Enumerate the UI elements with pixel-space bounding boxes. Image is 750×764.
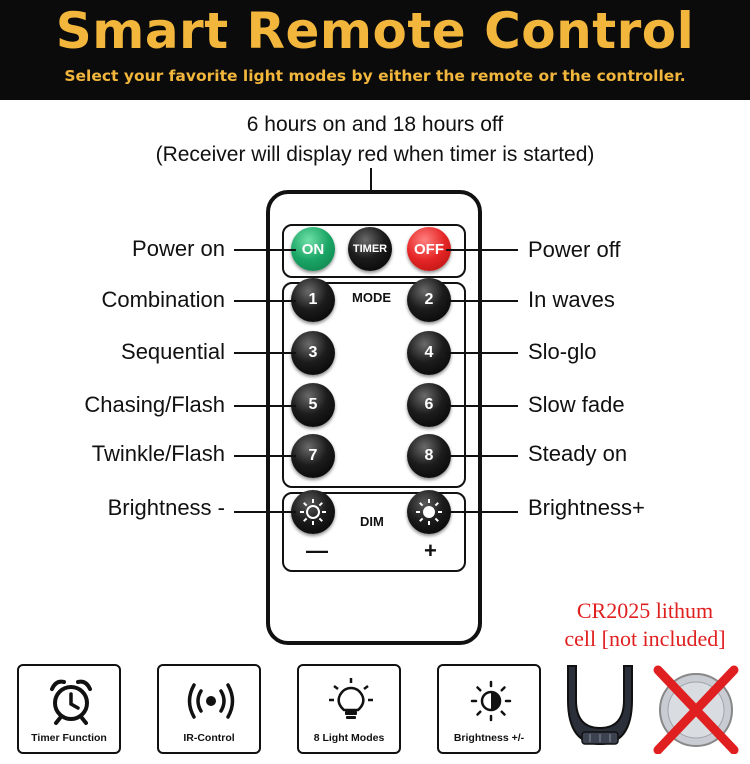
leader-line xyxy=(446,511,518,513)
mode-5-button[interactable]: 5 xyxy=(291,383,335,427)
leader-line xyxy=(446,249,518,251)
leader-line xyxy=(234,352,296,354)
off-button[interactable]: OFF xyxy=(407,227,451,271)
label-slow-fade: Slow fade xyxy=(528,392,625,417)
page-title: Smart Remote Control xyxy=(55,2,695,60)
label-brightness-minus: Brightness - xyxy=(107,495,225,520)
brightness-icon xyxy=(470,680,512,722)
label-power-on: Power on xyxy=(132,236,225,261)
battery-clip-icon xyxy=(567,665,633,746)
label-slo-glo: Slo-glo xyxy=(528,339,597,364)
label-sequential: Sequential xyxy=(121,339,225,364)
leader-line xyxy=(234,249,296,251)
leader-line xyxy=(446,405,518,407)
feature-timer-function: Timer Function xyxy=(17,664,121,754)
alarm-clock-icon xyxy=(50,679,92,725)
on-button[interactable]: ON xyxy=(291,227,335,271)
leader-line xyxy=(446,455,518,457)
mode-1-button[interactable]: 1 xyxy=(291,278,335,322)
plus-label: + xyxy=(424,538,437,563)
mode-6-button[interactable]: 6 xyxy=(407,383,451,427)
mode-8-button[interactable]: 8 xyxy=(407,434,451,478)
label-combination: Combination xyxy=(101,287,225,312)
label-power-off: Power off xyxy=(528,237,621,262)
timer-note-line2: (Receiver will display red when timer is… xyxy=(155,143,595,166)
ir-signal-icon xyxy=(187,683,235,719)
label-steady-on: Steady on xyxy=(528,441,628,466)
label-chasing-flash: Chasing/Flash xyxy=(84,392,225,417)
page-subtitle: Select your favorite light modes by eith… xyxy=(64,67,686,85)
feature-label: Brightness +/- xyxy=(453,732,525,744)
battery-note-line2: cell [not included] xyxy=(564,626,726,651)
label-twinkle-flash: Twinkle/Flash xyxy=(91,441,225,466)
leader-line xyxy=(446,300,518,302)
brightness-up-button[interactable] xyxy=(407,490,451,534)
mode-3-button[interactable]: 3 xyxy=(291,331,335,375)
light-bulb-icon xyxy=(329,678,373,719)
header-banner: Smart Remote Control Select your favorit… xyxy=(0,0,750,100)
feature-label: 8 Light Modes xyxy=(313,732,385,744)
leader-line xyxy=(234,405,296,407)
leader-line xyxy=(234,455,296,457)
feature-label: IR-Control xyxy=(183,732,235,744)
mode-7-button[interactable]: 7 xyxy=(291,434,335,478)
leader-line xyxy=(234,300,296,302)
timer-button[interactable]: TIMER xyxy=(348,227,392,271)
mode-2-button[interactable]: 2 xyxy=(407,278,451,322)
battery-note-line1: CR2025 lithum xyxy=(576,598,714,623)
minus-label: — xyxy=(306,538,328,563)
mode-label: MODE xyxy=(352,290,391,305)
feature-ir-control: IR-Control xyxy=(157,664,261,754)
dim-label: DIM xyxy=(360,514,384,529)
label-brightness-plus: Brightness+ xyxy=(528,495,645,520)
coin-cell-not-included-icon xyxy=(653,665,739,754)
leader-line xyxy=(234,511,296,513)
brightness-down-button[interactable] xyxy=(291,490,335,534)
mode-4-button[interactable]: 4 xyxy=(407,331,451,375)
label-in-waves: In waves xyxy=(528,287,615,312)
sun-dim-icon xyxy=(300,499,326,525)
timer-note-line1: 6 hours on and 18 hours off xyxy=(246,113,504,136)
sun-bright-icon xyxy=(416,499,442,525)
feature-8-light-modes: 8 Light Modes xyxy=(297,664,401,754)
feature-label: Timer Function xyxy=(31,732,107,744)
feature-brightness: Brightness +/- xyxy=(437,664,541,754)
leader-line xyxy=(446,352,518,354)
